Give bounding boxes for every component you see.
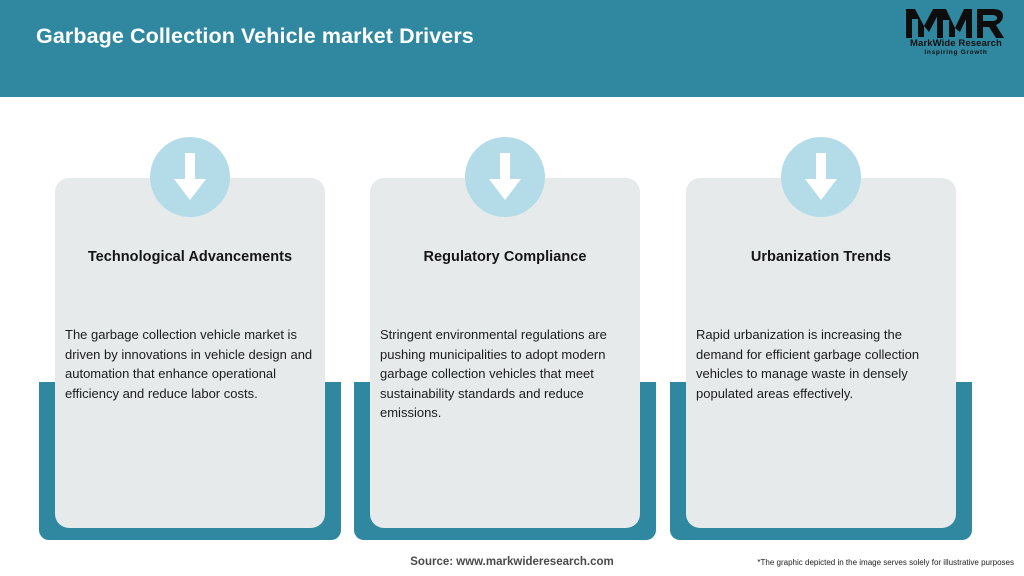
brand-logo: MarkWide Research Inspiring Growth — [904, 6, 1008, 62]
driver-card-3: Urbanization Trends Rapid urbanization i… — [670, 97, 972, 540]
disclaimer-note: *The graphic depicted in the image serve… — [757, 558, 1014, 567]
mwr-monogram-icon — [906, 9, 1004, 38]
arrow-down-icon — [465, 137, 545, 217]
card-panel — [686, 178, 956, 528]
card-body-text: The garbage collection vehicle market is… — [65, 327, 313, 401]
card-title: Technological Advancements — [87, 249, 293, 265]
card-panel — [370, 178, 640, 528]
page-header: Garbage Collection Vehicle market Driver… — [0, 0, 1024, 97]
logo-brand-name: MarkWide Research — [910, 38, 1002, 49]
card-title: Regulatory Compliance — [423, 249, 587, 265]
arrow-down-icon — [150, 137, 230, 217]
arrow-down-icon — [781, 137, 861, 217]
page-title: Garbage Collection Vehicle market Driver… — [36, 24, 474, 48]
driver-card-2: Regulatory Compliance Stringent environm… — [354, 97, 656, 540]
card-body-text: Rapid urbanization is increasing the dem… — [696, 327, 920, 401]
card-body-text: Stringent environmental regulations are … — [380, 327, 607, 420]
source-label: Source: www.markwideresearch.com — [410, 556, 614, 568]
driver-card-1: Technological Advancements The garbage c… — [39, 97, 341, 540]
drivers-card-row: Technological Advancements The garbage c… — [0, 97, 1024, 540]
card-panel — [55, 178, 325, 528]
card-title: Urbanization Trends — [750, 249, 892, 265]
logo-tagline: Inspiring Growth — [924, 49, 988, 56]
